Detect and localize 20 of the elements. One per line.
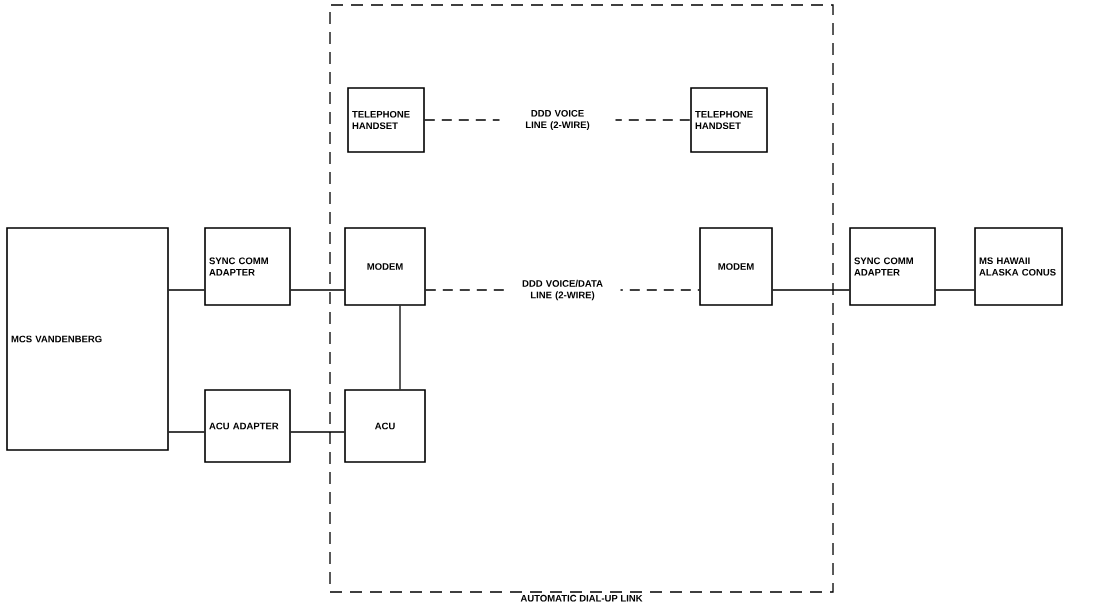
connector-line: [772, 289, 850, 291]
edge-label: DDD VOICE LINE (2-WIRE): [499, 107, 616, 133]
connector-line: [290, 431, 345, 433]
connector-line: [935, 289, 975, 291]
block-box: SYNC COMM ADAPTER: [204, 227, 291, 306]
block-box: MS HAWAII ALASKA CONUS: [974, 227, 1063, 306]
connector-line: [168, 289, 205, 291]
block-box: SYNC COMM ADAPTER: [849, 227, 936, 306]
connector-line: [399, 305, 401, 390]
block-box: TELEPHONE HANDSET: [347, 87, 425, 153]
block-box: ACU: [344, 389, 426, 463]
connector-line: [290, 289, 345, 291]
block-box: MODEM: [699, 227, 773, 306]
edge-label: DDD VOICE/DATA LINE (2-WIRE): [504, 277, 621, 303]
node-label: AUTOMATIC DIAL-UP LINK: [520, 594, 643, 602]
station-box: MCS VANDENBERG: [6, 227, 169, 451]
block-box: MODEM: [344, 227, 426, 306]
block-box: TELEPHONE HANDSET: [690, 87, 768, 153]
block-box: ACU ADAPTER: [204, 389, 291, 463]
connector-line: [168, 431, 205, 433]
